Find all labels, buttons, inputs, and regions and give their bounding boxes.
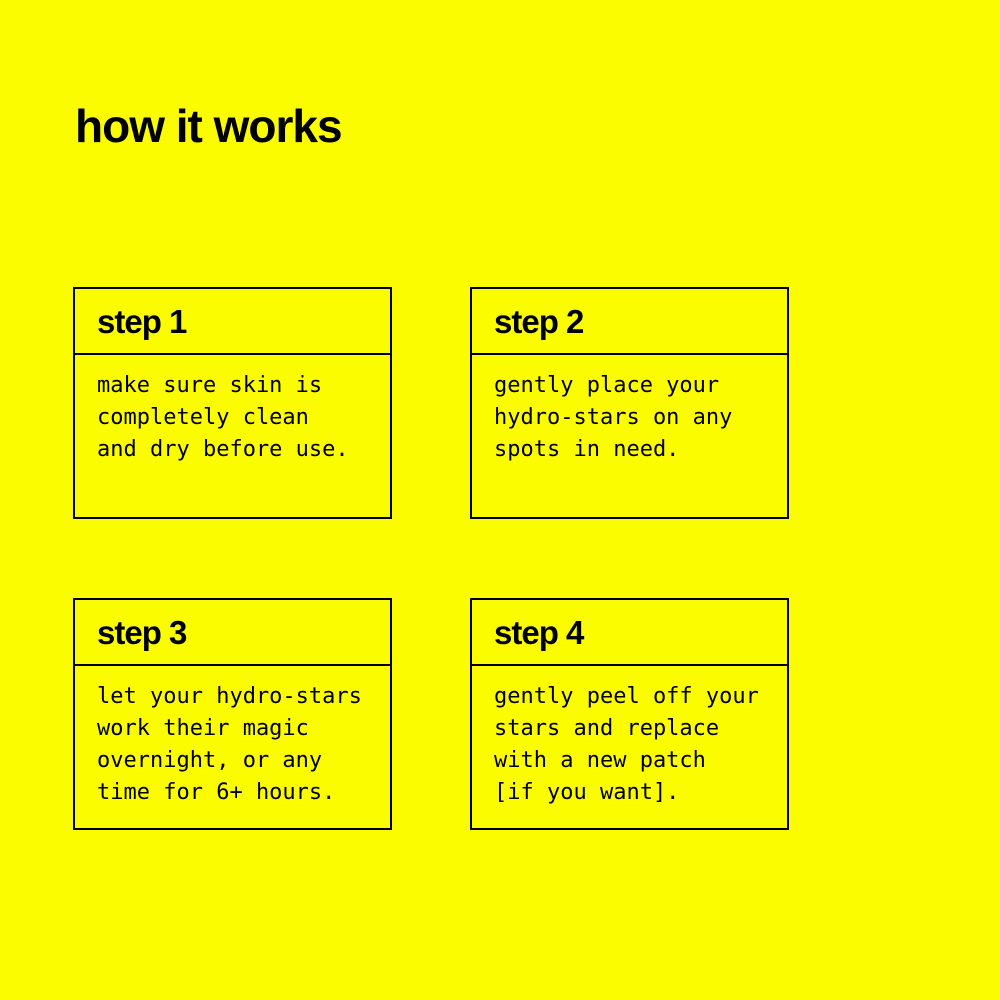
step-card-3-header: step 3 <box>75 600 390 666</box>
step-1-description: make sure skin is completely clean and d… <box>97 373 349 462</box>
step-card-2-header: step 2 <box>472 289 787 355</box>
step-2-description: gently place your hydro-stars on any spo… <box>494 373 733 462</box>
step-card-2: step 2 gently place your hydro-stars on … <box>470 287 789 519</box>
page-title: how it works <box>75 100 343 152</box>
step-2-label: step 2 <box>494 302 584 340</box>
step-4-label: step 4 <box>494 613 584 651</box>
step-card-4: step 4 gently peel off your stars and re… <box>470 598 789 830</box>
step-1-label: step 1 <box>97 302 187 340</box>
step-card-3: step 3 let your hydro-stars work their m… <box>73 598 392 830</box>
step-3-description: let your hydro-stars work their magic ov… <box>97 684 362 805</box>
step-3-label: step 3 <box>97 613 187 651</box>
step-card-1-body: make sure skin is completely clean and d… <box>75 355 390 517</box>
step-card-2-body: gently place your hydro-stars on any spo… <box>472 355 787 517</box>
step-card-4-header: step 4 <box>472 600 787 666</box>
step-card-4-body: gently peel off your stars and replace w… <box>472 666 787 828</box>
step-4-description: gently peel off your stars and replace w… <box>494 684 759 805</box>
step-card-1: step 1 make sure skin is completely clea… <box>73 287 392 519</box>
step-card-3-body: let your hydro-stars work their magic ov… <box>75 666 390 828</box>
step-card-1-header: step 1 <box>75 289 390 355</box>
steps-grid: step 1 make sure skin is completely clea… <box>73 287 789 830</box>
